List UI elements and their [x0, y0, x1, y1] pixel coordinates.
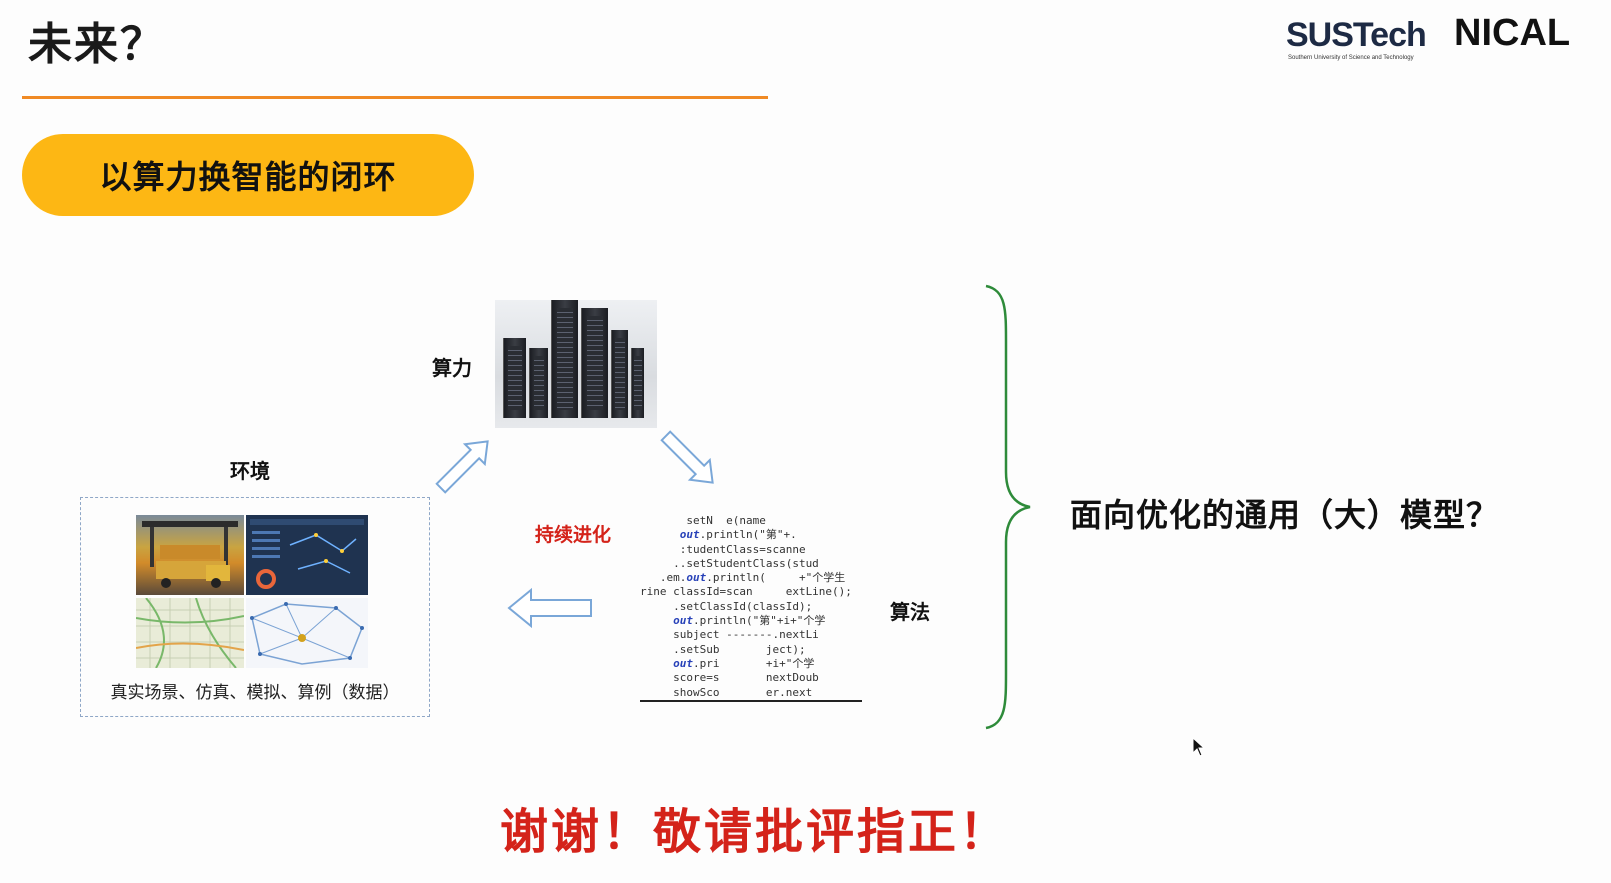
curly-brace-icon	[985, 284, 1031, 730]
code-line: subject -------.nextLi	[640, 628, 819, 642]
dashboard-screenshot-image	[246, 515, 368, 595]
algorithm-label: 算法	[890, 600, 930, 624]
sustech-logo: SUSTech	[1286, 16, 1427, 54]
code-line: .em.out.println( +"个学生	[640, 571, 846, 585]
conclusion-question: 面向优化的通用（大）模型？	[1070, 496, 1500, 534]
route-network-image	[246, 598, 368, 668]
slide-title: 未来？	[28, 19, 166, 70]
arrow-up-right-icon	[435, 440, 489, 494]
thanks-message: 谢谢！敬请批评指正！	[500, 804, 1011, 860]
sustech-logo-subtitle: Southern University of Science and Techn…	[1288, 55, 1414, 61]
server-room-image	[495, 300, 657, 428]
city-map-image	[136, 598, 244, 668]
code-line: :tudentClass=scanne	[640, 542, 806, 556]
mouse-cursor-icon	[1192, 737, 1206, 757]
code-line: rine classId=scan extLine();	[640, 585, 852, 599]
code-line: ..setStudentClass(stud	[640, 556, 819, 570]
compute-label: 算力	[432, 356, 472, 380]
title-divider	[22, 96, 768, 99]
code-line: score=s nextDoub	[640, 671, 819, 685]
environment-label: 环境	[230, 459, 270, 483]
environment-caption: 真实场景、仿真、模拟、算例（数据）	[110, 683, 400, 703]
port-scene-image	[136, 515, 244, 595]
arrow-left-icon	[507, 587, 592, 629]
nical-logo: NICAL	[1454, 12, 1571, 54]
code-line: out.pri +i+"个学	[673, 656, 815, 670]
code-line: .setSub ject);	[640, 642, 806, 656]
arrow-down-right-icon	[660, 430, 714, 484]
code-line: setN e(name	[640, 514, 766, 527]
environment-box	[80, 497, 430, 717]
code-line: out.println("第"+i+"个学	[673, 614, 826, 628]
code-line: out.println("第"+.	[679, 528, 797, 542]
section-pill: 以算力换智能的闭环	[22, 134, 474, 216]
section-pill-label: 以算力换智能的闭环	[99, 158, 397, 196]
algorithm-code-image: setN e(name out.println("第"+. :tudentCla…	[640, 514, 862, 702]
code-line: .setClassId(classId);	[640, 599, 813, 613]
code-line: showSco er.next	[640, 685, 813, 699]
evolve-label: 持续进化	[535, 524, 612, 546]
